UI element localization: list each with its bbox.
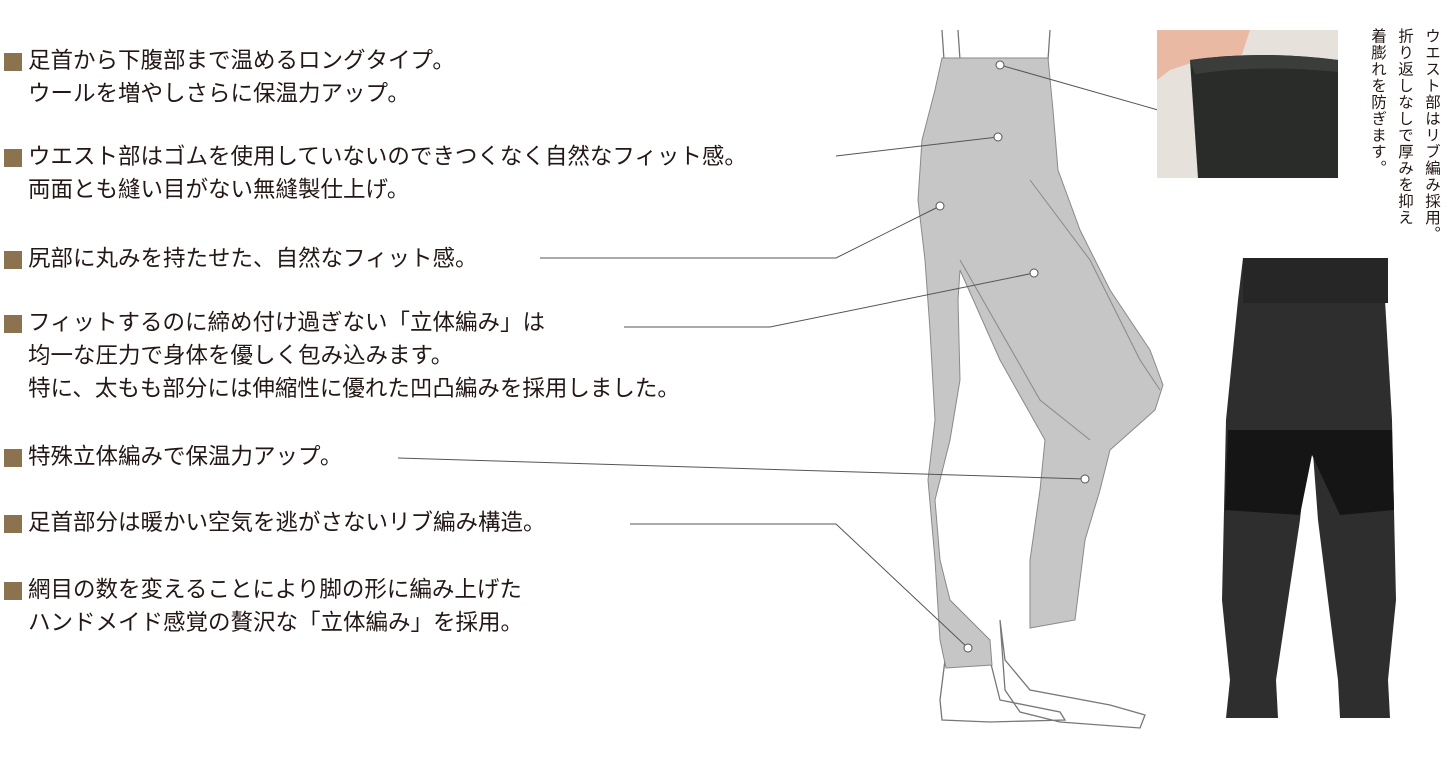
feature-text: 特殊立体編みで保温力アップ。 (28, 444, 343, 470)
feature-text: 網目の数を変えることにより脚の形に編み上げた (28, 577, 522, 603)
feature-3d-knit: フィットするのに締め付け過ぎない「立体編み」は 均一な圧力で身体を優しく包み込み… (4, 307, 680, 406)
waist-note-line: ウエスト部はリブ編み採用。 (1423, 28, 1441, 243)
leggings-photo (1222, 258, 1396, 718)
feature-ankle: 足首部分は暖かい空気を逃がさないリブ編み構造。 (4, 507, 546, 540)
leg-seam (959, 179, 1161, 441)
callout-dots (935, 60, 1090, 653)
leggings-silhouette (917, 57, 1164, 669)
waist-note-line: 着膨れを防ぎます。 (1369, 28, 1387, 177)
waist-note-line: 折り返しなしで厚みを抑え (1396, 28, 1414, 226)
feature-hip: 尻部に丸みを持たせた、自然なフィット感。 (4, 243, 478, 276)
feature-text: 足首から下腹部まで温めるロングタイプ。 (28, 48, 455, 74)
feature-text: 特に、太もも部分には伸縮性に優れた凹凸編みを採用しました。 (28, 376, 680, 402)
bullet-square (4, 149, 22, 167)
waist-photo (1157, 30, 1338, 178)
bullet-square (4, 449, 22, 467)
bullet-square (4, 53, 22, 71)
feature-text: フィットするのに締め付け過ぎない「立体編み」は (28, 310, 546, 336)
feature-warmth: 特殊立体編みで保温力アップ。 (4, 441, 342, 474)
feature-text: 均一な圧力で身体を優しく包み込みます。 (28, 343, 454, 369)
feature-text: 尻部に丸みを持たせた、自然なフィット感。 (28, 246, 478, 272)
feature-handmade: 網目の数を変えることにより脚の形に編み上げた ハンドメイド感覚の贅沢な「立体編み… (4, 574, 523, 640)
feature-text: ウエスト部はゴムを使用していないのできつくなく自然なフィット感。 (28, 144, 747, 170)
bullet-square (4, 315, 22, 333)
feature-text: 足首部分は暖かい空気を逃がさないリブ編み構造。 (28, 510, 546, 536)
bullet-square (4, 515, 22, 533)
feature-text: 両面とも縫い目がない無縫製仕上げ。 (28, 177, 410, 203)
bullet-square (4, 582, 22, 600)
leader-lines (397, 64, 1159, 649)
bullet-square (4, 251, 22, 269)
feature-text: ハンドメイド感覚の贅沢な「立体編み」を採用。 (28, 610, 524, 636)
feature-text: ウールを増やしさらに保温力アップ。 (28, 81, 410, 107)
feature-waist: ウエスト部はゴムを使用していないのできつくなく自然なフィット感。 両面とも縫い目… (4, 141, 747, 207)
feature-long-type: 足首から下腹部まで温めるロングタイプ。 ウールを増やしさらに保温力アップ。 (4, 45, 455, 111)
